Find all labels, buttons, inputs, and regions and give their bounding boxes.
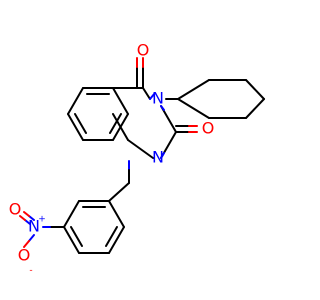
bond-ch2-aryl (108, 182, 130, 202)
bond-nitro-o-left-d (19, 215, 26, 221)
bond-ar-3 (63, 226, 80, 254)
bond-ar-5 (108, 226, 125, 254)
bond-ar-double-2 (70, 226, 83, 247)
carbonyl-right (175, 125, 198, 133)
nitro-nitrogen-charge: + (38, 215, 46, 225)
bond-benzo-double-3 (109, 113, 122, 134)
bond-n1-c8a (127, 139, 154, 159)
bond-n1-c2 (160, 152, 165, 159)
nitro-oxygen-charge: - (29, 266, 32, 276)
heterocycle-ring (112, 87, 177, 159)
bond-ar-6 (108, 200, 125, 228)
bond-nitro-o-left-c (24, 219, 31, 225)
bond-benzo-6 (67, 87, 84, 115)
atom-oxygen-top: O (137, 41, 150, 60)
benzene-ring-left (67, 87, 129, 141)
bond-n3-c4 (149, 92, 156, 100)
atom-nitro-oxygen-left: O (9, 200, 22, 219)
bond-nitro-o-bottom-b (23, 240, 30, 248)
bond-ar-2 (63, 200, 80, 228)
atom-nitro-oxygen-bottom: O (18, 246, 31, 265)
atom-nitrogen-3: N (152, 89, 164, 108)
bond-cy-4 (245, 98, 265, 119)
nitro-group (19, 211, 65, 248)
bond-cy-1 (177, 79, 210, 100)
bond-cy-6 (177, 98, 210, 119)
cyclohexyl-group (165, 79, 265, 119)
bond-benzo-double-2 (74, 113, 87, 134)
molecule-drawing: O O N N N + O O - (9, 41, 265, 276)
bond-nitro-o-bottom-a (28, 234, 35, 242)
bond-c8a-c4a (112, 113, 129, 141)
benzyl-linker (108, 160, 130, 202)
bond-benzo-2 (112, 87, 129, 115)
bond-nitro-o-left-a (28, 215, 35, 221)
bond-ar-double-3 (105, 226, 118, 247)
chemical-structure-figure: O O N N N + O O - (8, 40, 265, 276)
carbonyl-top (136, 57, 144, 89)
atom-nitro-nitrogen: N (28, 217, 40, 236)
bond-c2-n3 (160, 105, 165, 111)
bond-c4-n3 (142, 87, 151, 100)
atom-oxygen-right: O (202, 119, 215, 138)
bond-nitro-o-left-b (23, 211, 30, 217)
bond-benzo-5 (67, 113, 84, 141)
nitrophenyl-ring (63, 200, 125, 254)
bond-cy-3 (245, 79, 265, 100)
atom-nitrogen-1: N (152, 148, 164, 167)
